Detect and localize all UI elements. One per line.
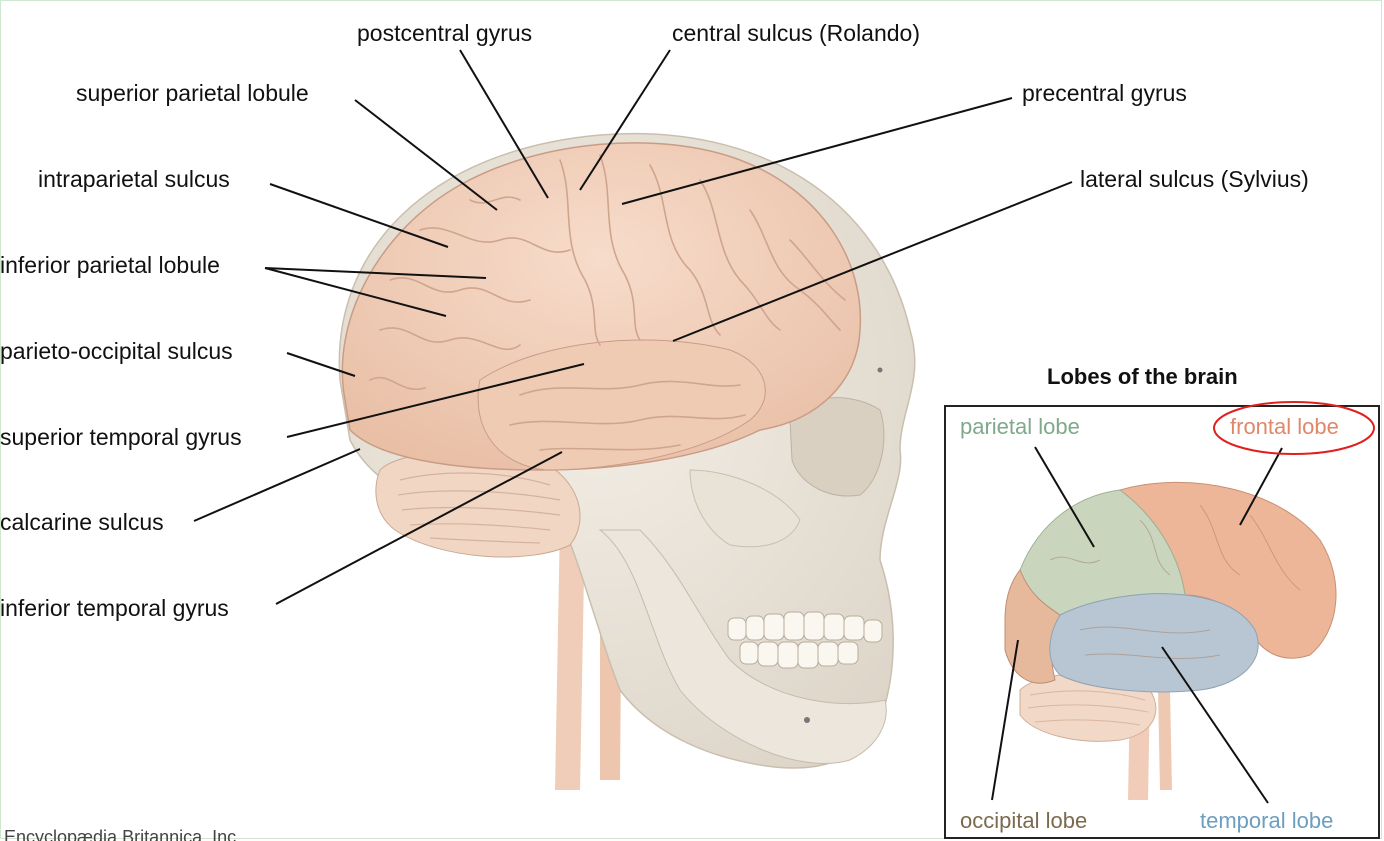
label-superior-parietal-lobule: superior parietal lobule [76,82,309,105]
label-calcarine-sulcus: calcarine sulcus [0,511,164,534]
label-parieto-occipital-sulcus: parieto-occipital sulcus [0,340,233,363]
lobes-inset [944,405,1380,839]
label-frontal-lobe: frontal lobe [1230,416,1339,438]
inset-title: Lobes of the brain [1047,366,1238,388]
label-occipital-lobe: occipital lobe [960,810,1087,832]
label-temporal-lobe: temporal lobe [1200,810,1333,832]
label-inferior-temporal-gyrus: inferior temporal gyrus [0,597,229,620]
label-intraparietal-sulcus: intraparietal sulcus [38,168,230,191]
label-postcentral-gyrus: postcentral gyrus [357,22,532,45]
label-lateral-sulcus: lateral sulcus (Sylvius) [1080,168,1309,191]
label-inferior-parietal-lobule: inferior parietal lobule [0,254,220,277]
copyright-caption-cut: Encyclopædia Britannica, Inc. [4,828,241,841]
label-superior-temporal-gyrus: superior temporal gyrus [0,426,242,449]
label-precentral-gyrus: precentral gyrus [1022,82,1187,105]
label-central-sulcus: central sulcus (Rolando) [672,22,920,45]
label-parietal-lobe: parietal lobe [960,416,1080,438]
cerebrum [342,143,860,470]
